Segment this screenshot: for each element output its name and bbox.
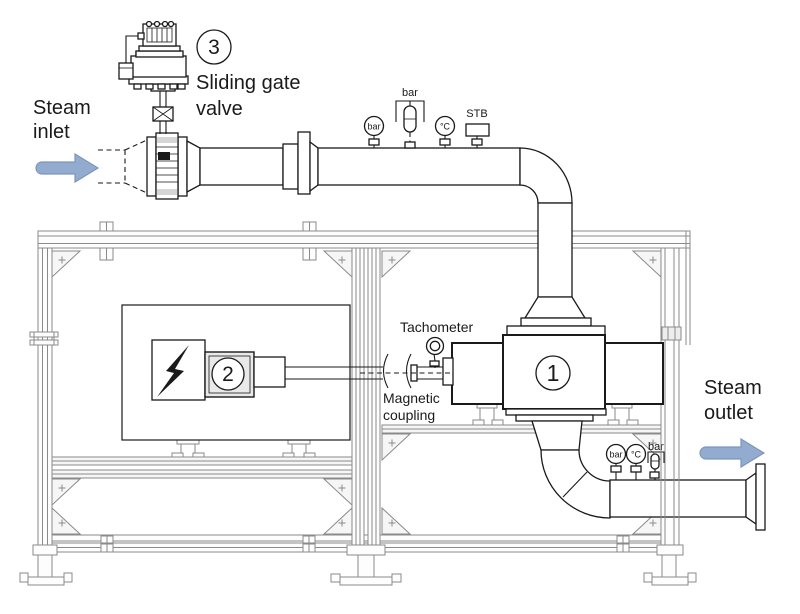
temperature-gauge-inlet-label: °C xyxy=(440,122,451,132)
actuator-drum xyxy=(130,55,187,78)
pressure-gauge-inlet-label: bar xyxy=(367,122,380,132)
valve-label-line1: Sliding gate xyxy=(196,72,301,94)
frame-feet xyxy=(19,544,697,586)
valve-flange-left xyxy=(146,136,157,197)
frame-top-beam xyxy=(37,230,691,249)
stb-sensor: STB xyxy=(465,108,490,148)
motor-front-block xyxy=(253,356,286,388)
temperature-gauge-inlet: °C xyxy=(434,115,456,148)
steam-inlet-arrow xyxy=(35,152,100,184)
temperature-gauge-outlet-label: °C xyxy=(631,450,642,460)
magnetic-coupling-break xyxy=(382,353,412,389)
dp-sensor-outlet-label: bar xyxy=(648,441,664,453)
dp-sensor-outlet: bar xyxy=(647,441,665,480)
valve-actuator xyxy=(118,20,189,134)
magnetic-coupling-label: Magnetic coupling xyxy=(383,390,440,423)
dp-sensor-inlet-label: bar xyxy=(402,87,418,99)
stb-sensor-label: STB xyxy=(466,108,487,120)
steam-outlet-line1: Steam xyxy=(704,377,762,399)
steam-outlet-label: Steam outlet xyxy=(704,377,762,424)
valve-label-line2: valve xyxy=(196,98,243,120)
outlet-pipe xyxy=(540,449,766,531)
dp-sensor-inlet: bar xyxy=(395,87,425,149)
inlet-pipe-flange xyxy=(297,131,311,195)
valve-outlet-cone xyxy=(186,139,201,194)
beam-connector-tabs xyxy=(99,221,630,553)
outlet-pipe-flange xyxy=(755,463,766,531)
valve-nameplate xyxy=(158,152,170,160)
shaft xyxy=(285,366,444,380)
turbine-supports xyxy=(472,403,639,426)
steam-outlet-line2: outlet xyxy=(704,402,753,424)
turbine-inlet-cone xyxy=(523,296,587,319)
turbine-callout-number: 1 xyxy=(547,360,560,386)
turbine-outlet-cone xyxy=(531,420,583,451)
pressure-gauge-outlet: bar xyxy=(605,443,627,480)
inlet-pipe xyxy=(199,131,521,195)
electric-motor: 2 xyxy=(151,339,286,401)
housing-post-bracket xyxy=(661,326,682,341)
valve-callout: 3 xyxy=(196,29,232,65)
frame-right-post-front xyxy=(660,425,680,545)
lightning-icon xyxy=(157,345,189,397)
support-frame xyxy=(19,221,697,586)
steam-inlet-line1: Steam xyxy=(33,97,91,119)
valve-flange-right xyxy=(177,136,188,197)
air-tube xyxy=(125,35,143,63)
valve-callout-number: 3 xyxy=(208,36,220,59)
left-post-clamp xyxy=(29,331,59,346)
turbine: 1 xyxy=(451,334,664,451)
tachometer-label: Tachometer xyxy=(400,319,473,335)
tachometer-gauge xyxy=(425,336,445,368)
gusset-bolt-marks xyxy=(58,256,657,527)
coupling-label-line1: Magnetic xyxy=(383,390,440,406)
solenoid-box xyxy=(118,62,134,80)
turbine-callout: 1 xyxy=(535,355,571,391)
coupling-label-line2: coupling xyxy=(383,407,435,423)
steam-pipe-elbow xyxy=(506,147,606,336)
valve-body xyxy=(155,132,179,200)
motor-callout-number: 2 xyxy=(222,363,234,386)
gusset-plates xyxy=(51,250,662,535)
inlet-stub-dashed xyxy=(98,139,148,194)
temperature-gauge-outlet: °C xyxy=(625,443,647,480)
frame-middle-post-a xyxy=(351,247,365,546)
frame-left-post xyxy=(37,247,53,546)
steam-inlet-line2: inlet xyxy=(33,121,70,143)
sliding-gate-valve-label: Sliding gate valve xyxy=(196,72,301,120)
motor-enclosure-supports xyxy=(171,439,316,458)
shaft-and-coupling xyxy=(285,353,454,389)
pressure-gauge-outlet-label: bar xyxy=(609,450,622,460)
motor-callout: 2 xyxy=(211,357,245,391)
sliding-gate-valve xyxy=(146,132,201,200)
steam-inlet-label: Steam inlet xyxy=(33,97,91,143)
frame-middle-post-b xyxy=(367,247,381,546)
pressure-gauge-inlet: bar xyxy=(363,115,385,148)
steam-outlet-arrow xyxy=(699,437,766,469)
positioner-box xyxy=(142,23,177,47)
